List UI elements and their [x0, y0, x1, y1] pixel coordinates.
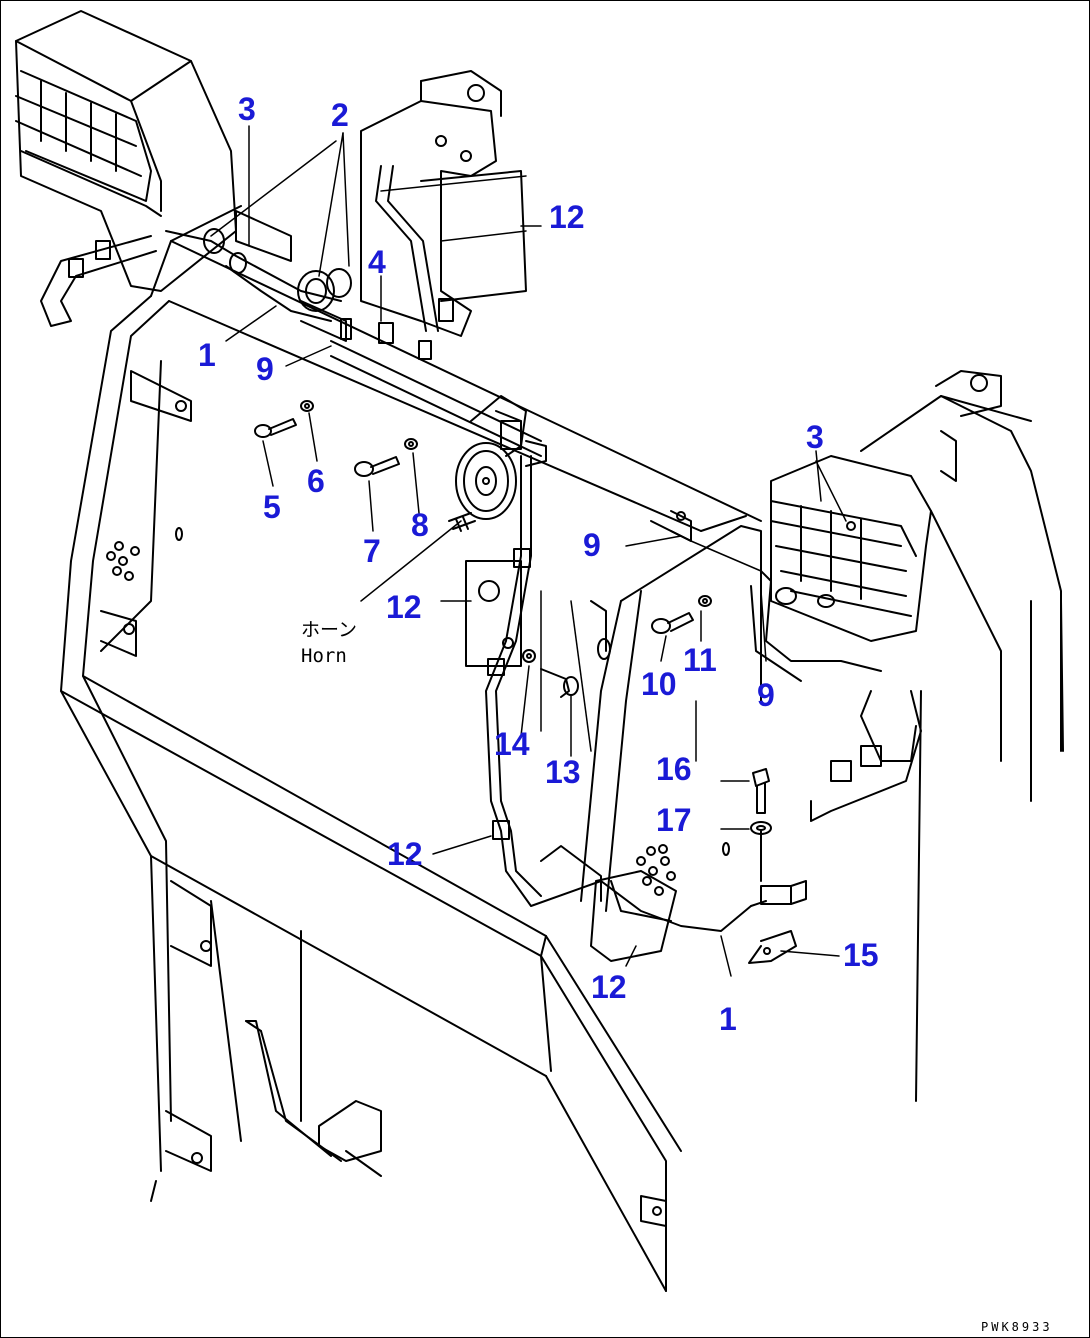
callout-17: 17 — [656, 802, 692, 838]
callout-16: 16 — [656, 751, 692, 787]
right-harness — [590, 510, 882, 682]
center-bracket — [330, 70, 542, 457]
callout-11: 11 — [683, 642, 717, 678]
horn-assembly — [448, 395, 547, 532]
callout-3: 3 — [238, 91, 256, 127]
callout-1: 1 — [198, 337, 216, 373]
horn-label-jp: ホーン — [301, 619, 358, 641]
callout-8: 8 — [411, 507, 429, 543]
upper-harness — [165, 210, 352, 342]
center-harness — [465, 455, 807, 964]
callout-9-mid: 9 — [583, 527, 601, 563]
callout-12-horn: 12 — [386, 589, 422, 625]
callout-2: 2 — [331, 97, 349, 133]
callout-12: 12 — [549, 199, 585, 235]
callout-1-bottom: 1 — [719, 1001, 737, 1037]
callout-4: 4 — [368, 244, 386, 280]
cab-frame — [60, 205, 762, 1292]
callout-9: 9 — [256, 351, 274, 387]
drawing-code: PWK8933 — [981, 1320, 1053, 1334]
leader-lines — [210, 125, 847, 977]
callout-7: 7 — [363, 533, 381, 569]
left-panel — [100, 360, 192, 657]
callout-10: 10 — [641, 666, 677, 702]
callout-5: 5 — [263, 489, 281, 525]
right-work-lamp — [770, 370, 1062, 822]
callout-12-bottom: 12 — [591, 969, 627, 1005]
left-work-lamp — [15, 10, 237, 327]
callout-12-lower: 12 — [387, 836, 423, 872]
callout-6: 6 — [307, 463, 325, 499]
fasteners — [254, 400, 772, 835]
callout-15: 15 — [843, 937, 879, 973]
horn-label-en: Horn — [301, 645, 347, 667]
callout-3-right: 3 — [806, 419, 824, 455]
callout-13: 13 — [545, 754, 581, 790]
callout-9-right: 9 — [757, 677, 775, 713]
callout-14: 14 — [494, 726, 530, 762]
lower-frame — [150, 600, 1064, 1227]
